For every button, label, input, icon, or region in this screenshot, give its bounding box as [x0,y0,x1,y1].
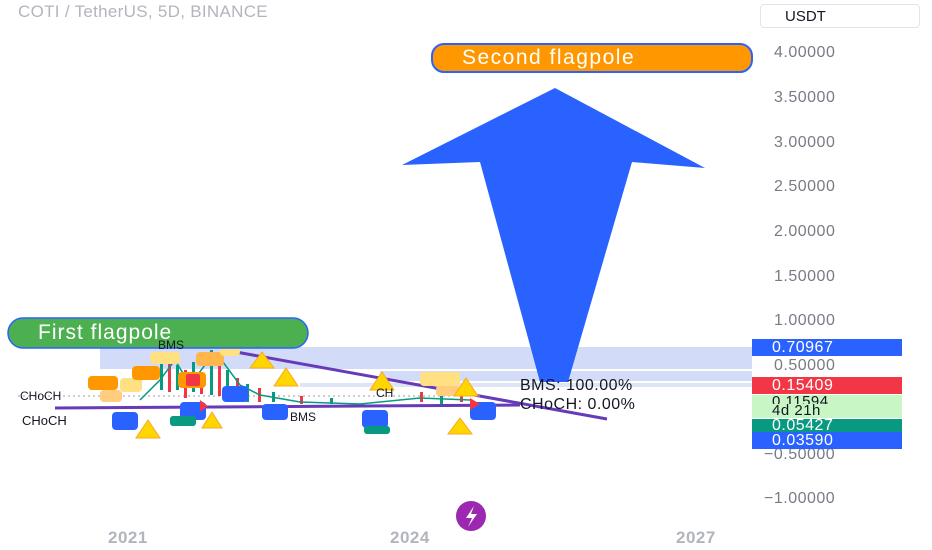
countdown-badge: 4d 21h [752,403,902,418]
price-axis[interactable]: 4.00000 3.50000 3.00000 2.50000 2.00000 … [752,0,932,550]
second-flagpole-label: Second flagpole [462,46,636,69]
price-badge-upper-zone: 0.70967 [752,339,902,356]
chart-title: COTI / TetherUS, 5D, BINANCE [18,2,268,21]
time-label-2024: 2024 [390,528,430,547]
time-label-2027: 2027 [676,528,716,547]
low-markers [112,386,496,434]
price-tick: 2.50000 [774,178,836,195]
first-flagpole-pill[interactable] [7,317,309,349]
price-tick: 1.00000 [774,312,836,329]
lightning-icon [466,506,477,527]
price-badge-green: 0.05427 [752,418,902,434]
price-tick: 3.00000 [774,134,836,151]
bms-label-small: BMS [158,338,185,352]
choch-percentage: CHoCH: 0.00% [520,396,636,413]
price-badge-high: 0.15409 [752,377,902,394]
price-tick: −0.50000 [764,446,836,463]
price-badge-lower-zone: 0.03590 [752,432,902,449]
price-tick: 0.50000 [774,357,836,374]
thin-zone [300,383,752,387]
descending-trendline[interactable] [224,348,608,421]
choch-label-left: CHoCH [20,389,62,403]
ch-label: CH [376,386,394,400]
price-tick: 4.00000 [774,44,836,61]
price-tick: 3.50000 [774,89,836,106]
price-tick: 1.50000 [774,268,836,285]
upward-arrow[interactable] [402,88,705,382]
price-tick: 2.00000 [774,223,836,240]
bms-label-mid: BMS [290,410,317,424]
currency-selector[interactable]: USDT [760,4,920,28]
warning-icons [135,351,479,439]
price-tick: −1.00000 [764,490,836,507]
second-flagpole-pill[interactable] [431,43,753,73]
bms-percentage: BMS: 100.00% [520,377,633,394]
first-flagpole-label: First flagpole [38,321,173,344]
time-label-2021: 2021 [108,528,148,547]
high-markers [186,374,480,412]
choch-label-bottom: CHoCH [22,413,67,428]
